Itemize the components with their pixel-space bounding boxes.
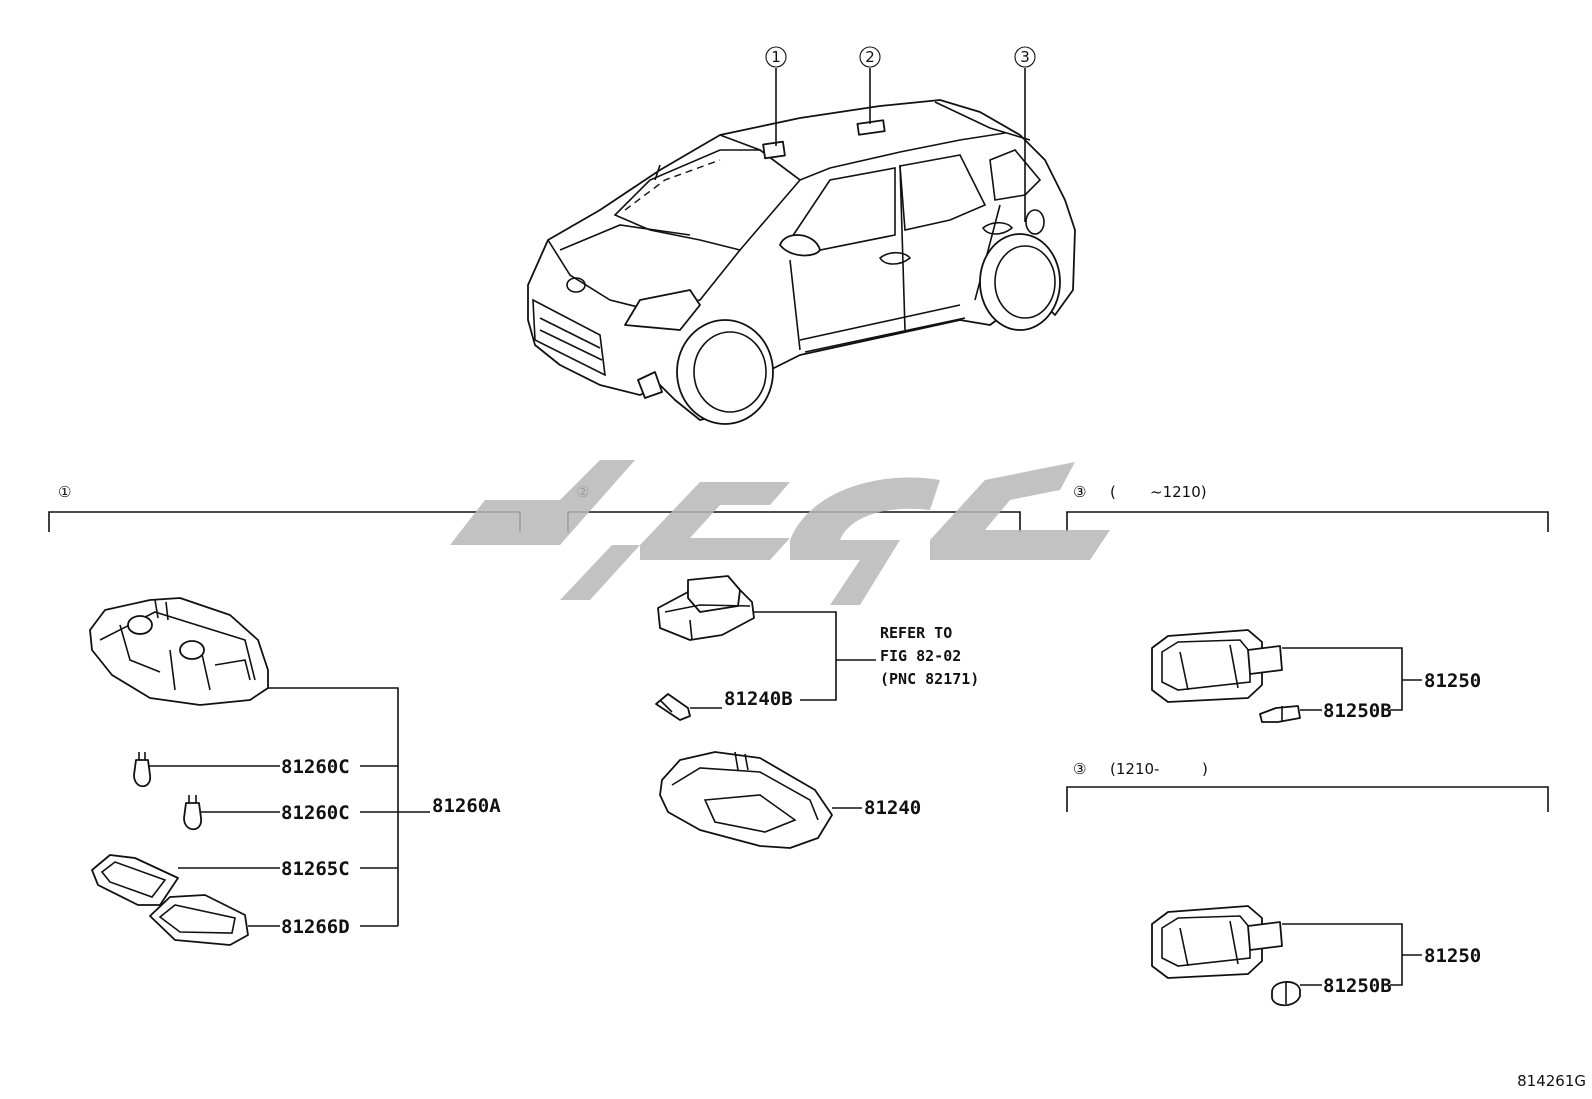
lens-81266d-drawing bbox=[149, 894, 249, 946]
section-3b-parts: 81250 81250B bbox=[1151, 905, 1481, 1007]
part-label-81240b: 81240B bbox=[724, 688, 793, 710]
watermark-logo bbox=[450, 460, 1110, 605]
section-1-parts: 81260C 81260C 81260A 81265C 81266D bbox=[89, 597, 501, 946]
svg-text:(PNC 82171): (PNC 82171) bbox=[880, 670, 979, 688]
part-label-81250b-bottom: 81250B bbox=[1323, 975, 1392, 997]
car-callout-2: 2 bbox=[859, 46, 881, 68]
svg-text:3: 3 bbox=[1020, 48, 1030, 66]
part-label-81260c-2: 81260C bbox=[281, 802, 350, 824]
lens-81265c-drawing bbox=[91, 854, 179, 906]
part-label-81240: 81240 bbox=[864, 797, 921, 819]
section-3b-header: ③ (1210- ) bbox=[1066, 760, 1549, 812]
section-1-header: ① bbox=[48, 483, 521, 532]
svg-text:①: ① bbox=[58, 483, 71, 501]
svg-text:): ) bbox=[1202, 760, 1208, 778]
figure-code: 814261G bbox=[1517, 1072, 1586, 1090]
lamp-81250-bottom-drawing bbox=[1151, 905, 1283, 979]
part-label-81250-top: 81250 bbox=[1424, 670, 1481, 692]
svg-text:③: ③ bbox=[1073, 760, 1086, 778]
lamp-81240-drawing bbox=[659, 751, 833, 849]
lamp-81250-top-drawing bbox=[1151, 629, 1283, 703]
refer-note: REFER TO FIG 82-02 (PNC 82171) bbox=[880, 624, 979, 688]
svg-text:(1210-: (1210- bbox=[1110, 760, 1159, 778]
part-label-81266d: 81266D bbox=[281, 916, 350, 938]
part-label-81250b-top: 81250B bbox=[1323, 700, 1392, 722]
car-callout-3: 3 bbox=[1014, 46, 1036, 68]
part-label-81265c: 81265C bbox=[281, 858, 350, 880]
vehicle-illustration: 1 2 3 bbox=[527, 46, 1076, 425]
bulb-81250b-bottom-drawing bbox=[1271, 981, 1301, 1007]
control-module-drawing bbox=[657, 575, 755, 641]
svg-text:2: 2 bbox=[865, 48, 875, 66]
svg-text:FIG 82-02: FIG 82-02 bbox=[880, 647, 961, 665]
section-3a-header: ③ ( ~1210) bbox=[1066, 483, 1549, 532]
bulb-81240b-drawing bbox=[655, 693, 691, 721]
bulb-81260c-2-drawing bbox=[183, 795, 202, 831]
lamp-housing-81260a-drawing bbox=[89, 597, 269, 706]
part-label-81260c-1: 81260C bbox=[281, 756, 350, 778]
svg-text:1: 1 bbox=[771, 48, 781, 66]
part-label-81250-bottom: 81250 bbox=[1424, 945, 1481, 967]
car-callout-1: 1 bbox=[765, 46, 787, 68]
svg-text:~1210): ~1210) bbox=[1150, 483, 1207, 501]
section-2-parts: 81240B 81240 REFER TO FIG 82-02 (PNC 821… bbox=[655, 575, 979, 849]
section-3a-parts: 81250 81250B bbox=[1151, 629, 1481, 723]
bulb-81250b-top-drawing bbox=[1259, 705, 1301, 723]
svg-text:REFER TO: REFER TO bbox=[880, 624, 952, 642]
bulb-81260c-1-drawing bbox=[133, 752, 151, 788]
svg-text:(: ( bbox=[1110, 483, 1116, 501]
svg-text:③: ③ bbox=[1073, 483, 1086, 501]
part-label-81260a: 81260A bbox=[432, 795, 501, 817]
